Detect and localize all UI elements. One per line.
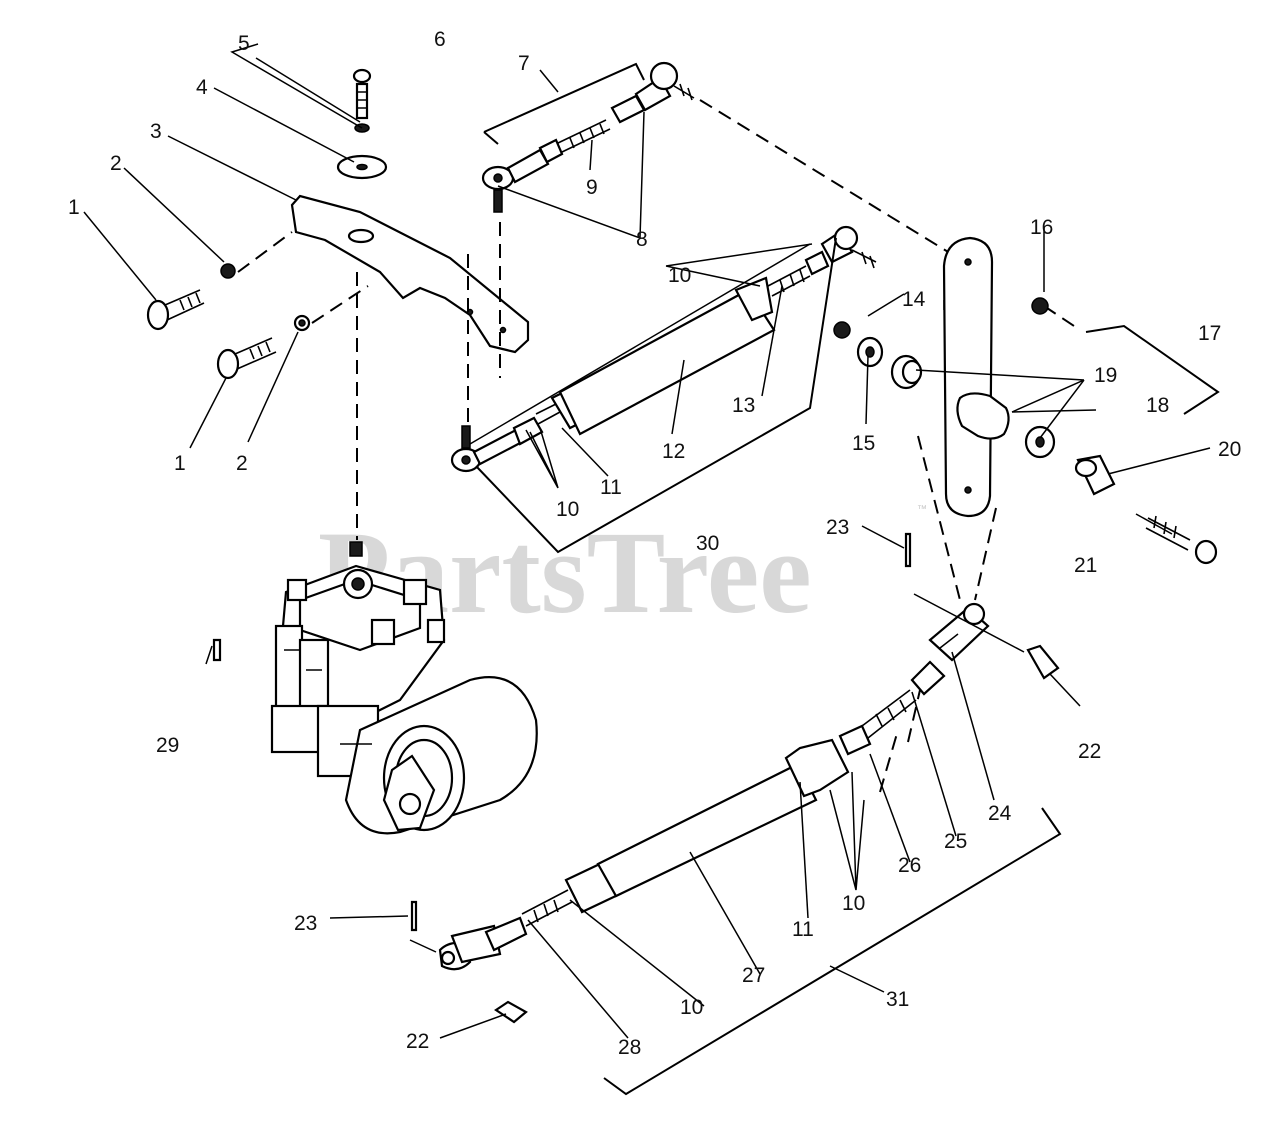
- callout-9: 9: [586, 176, 598, 199]
- callout-2-upper: 2: [110, 152, 122, 175]
- callout-19: 19: [1094, 364, 1117, 387]
- callout-15: 15: [852, 432, 875, 455]
- callout-1-upper: 1: [68, 196, 80, 219]
- callout-10-upper-a: 10: [668, 264, 691, 287]
- callout-25: 25: [944, 830, 967, 853]
- leader-lines: [83, 43, 1220, 1096]
- washer-and-bolt: [336, 68, 388, 180]
- callout-8: 8: [636, 228, 648, 251]
- callout-11-lower: 11: [792, 918, 814, 941]
- callout-23-upper: 23: [826, 516, 849, 539]
- callout-1-lower: 1: [174, 452, 186, 475]
- dashed-line-j: [907, 689, 921, 743]
- callout-20: 20: [1218, 438, 1241, 461]
- callout-labels: 6 5 7 4 3 2 9 1 16 8 10 14 17 19 13 18 1…: [68, 28, 1241, 1059]
- watermark-trademark: ™: [917, 504, 927, 515]
- callout-12: 12: [662, 440, 685, 463]
- callout-21: 21: [1074, 554, 1097, 577]
- tie-rod-upper: [450, 225, 877, 473]
- callout-10-upper-b: 10: [556, 498, 579, 521]
- callout-17: 17: [1198, 322, 1221, 345]
- dashed-line-e: [237, 231, 293, 273]
- upper-drag-link: [481, 61, 695, 213]
- dashed-line-i: [974, 507, 997, 601]
- callout-5: 5: [238, 32, 250, 55]
- callout-10-lower-a: 10: [842, 892, 865, 915]
- callout-3: 3: [150, 120, 162, 143]
- pitman-hardware: [833, 297, 1218, 565]
- callout-26: 26: [898, 854, 921, 877]
- callout-18: 18: [1146, 394, 1169, 417]
- callout-4: 4: [196, 76, 208, 99]
- steering-gearbox: [270, 541, 538, 835]
- steering-arm: [290, 194, 530, 354]
- callout-24: 24: [988, 802, 1012, 825]
- carriage-bolt-upper: [146, 263, 236, 331]
- callout-27: 27: [742, 964, 765, 987]
- callout-31: 31: [886, 988, 909, 1011]
- callout-7: 7: [518, 52, 530, 75]
- callout-13: 13: [732, 394, 755, 417]
- clevis-pins: [410, 532, 1060, 1024]
- callout-6: 6: [434, 28, 446, 51]
- dashed-line-g: [1043, 305, 1081, 331]
- cotter-pin-29: [212, 638, 222, 662]
- dashed-line-k: [879, 729, 899, 793]
- callout-14: 14: [902, 288, 926, 311]
- callout-2-lower: 2: [236, 452, 248, 475]
- carriage-bolt-lower: [216, 314, 311, 380]
- callout-16: 16: [1030, 216, 1053, 239]
- callout-22-left: 22: [406, 1030, 429, 1053]
- callout-30: 30: [696, 532, 719, 555]
- tie-rod-lower: [438, 602, 990, 971]
- dashed-line-f: [311, 285, 369, 324]
- callout-28: 28: [618, 1036, 641, 1059]
- callout-11-upper: 11: [600, 476, 622, 499]
- callout-22-right: 22: [1078, 740, 1101, 763]
- callout-10-lower-b: 10: [680, 996, 703, 1019]
- pitman-arm: [942, 236, 994, 518]
- callout-23-lower: 23: [294, 912, 317, 935]
- dashed-line-a: [699, 99, 959, 259]
- callout-29: 29: [156, 734, 179, 757]
- dashed-line-h: [917, 435, 961, 601]
